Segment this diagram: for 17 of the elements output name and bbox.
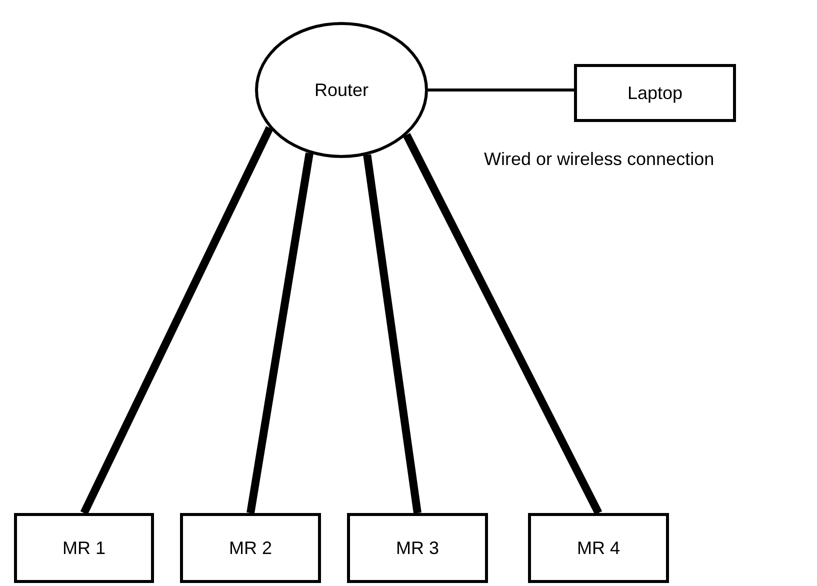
device-box — [180, 513, 321, 583]
node-label: MR 2 — [228, 538, 272, 558]
node-label: Laptop — [627, 82, 683, 104]
node-label: MR 3 — [396, 538, 439, 558]
device-box — [528, 513, 669, 583]
connection-line — [428, 88, 574, 92]
connection-line — [80, 126, 274, 515]
node-label: MR 1 — [62, 538, 106, 558]
connection-line — [402, 133, 602, 515]
device-box — [347, 513, 488, 583]
node-label: Router — [314, 80, 369, 100]
node-label: MR 4 — [576, 538, 620, 558]
connection-line — [363, 154, 422, 514]
device-box — [574, 64, 736, 122]
device-box — [14, 513, 154, 583]
connection-note: Wired or wireless connection — [484, 149, 714, 170]
connection-line — [246, 152, 314, 514]
